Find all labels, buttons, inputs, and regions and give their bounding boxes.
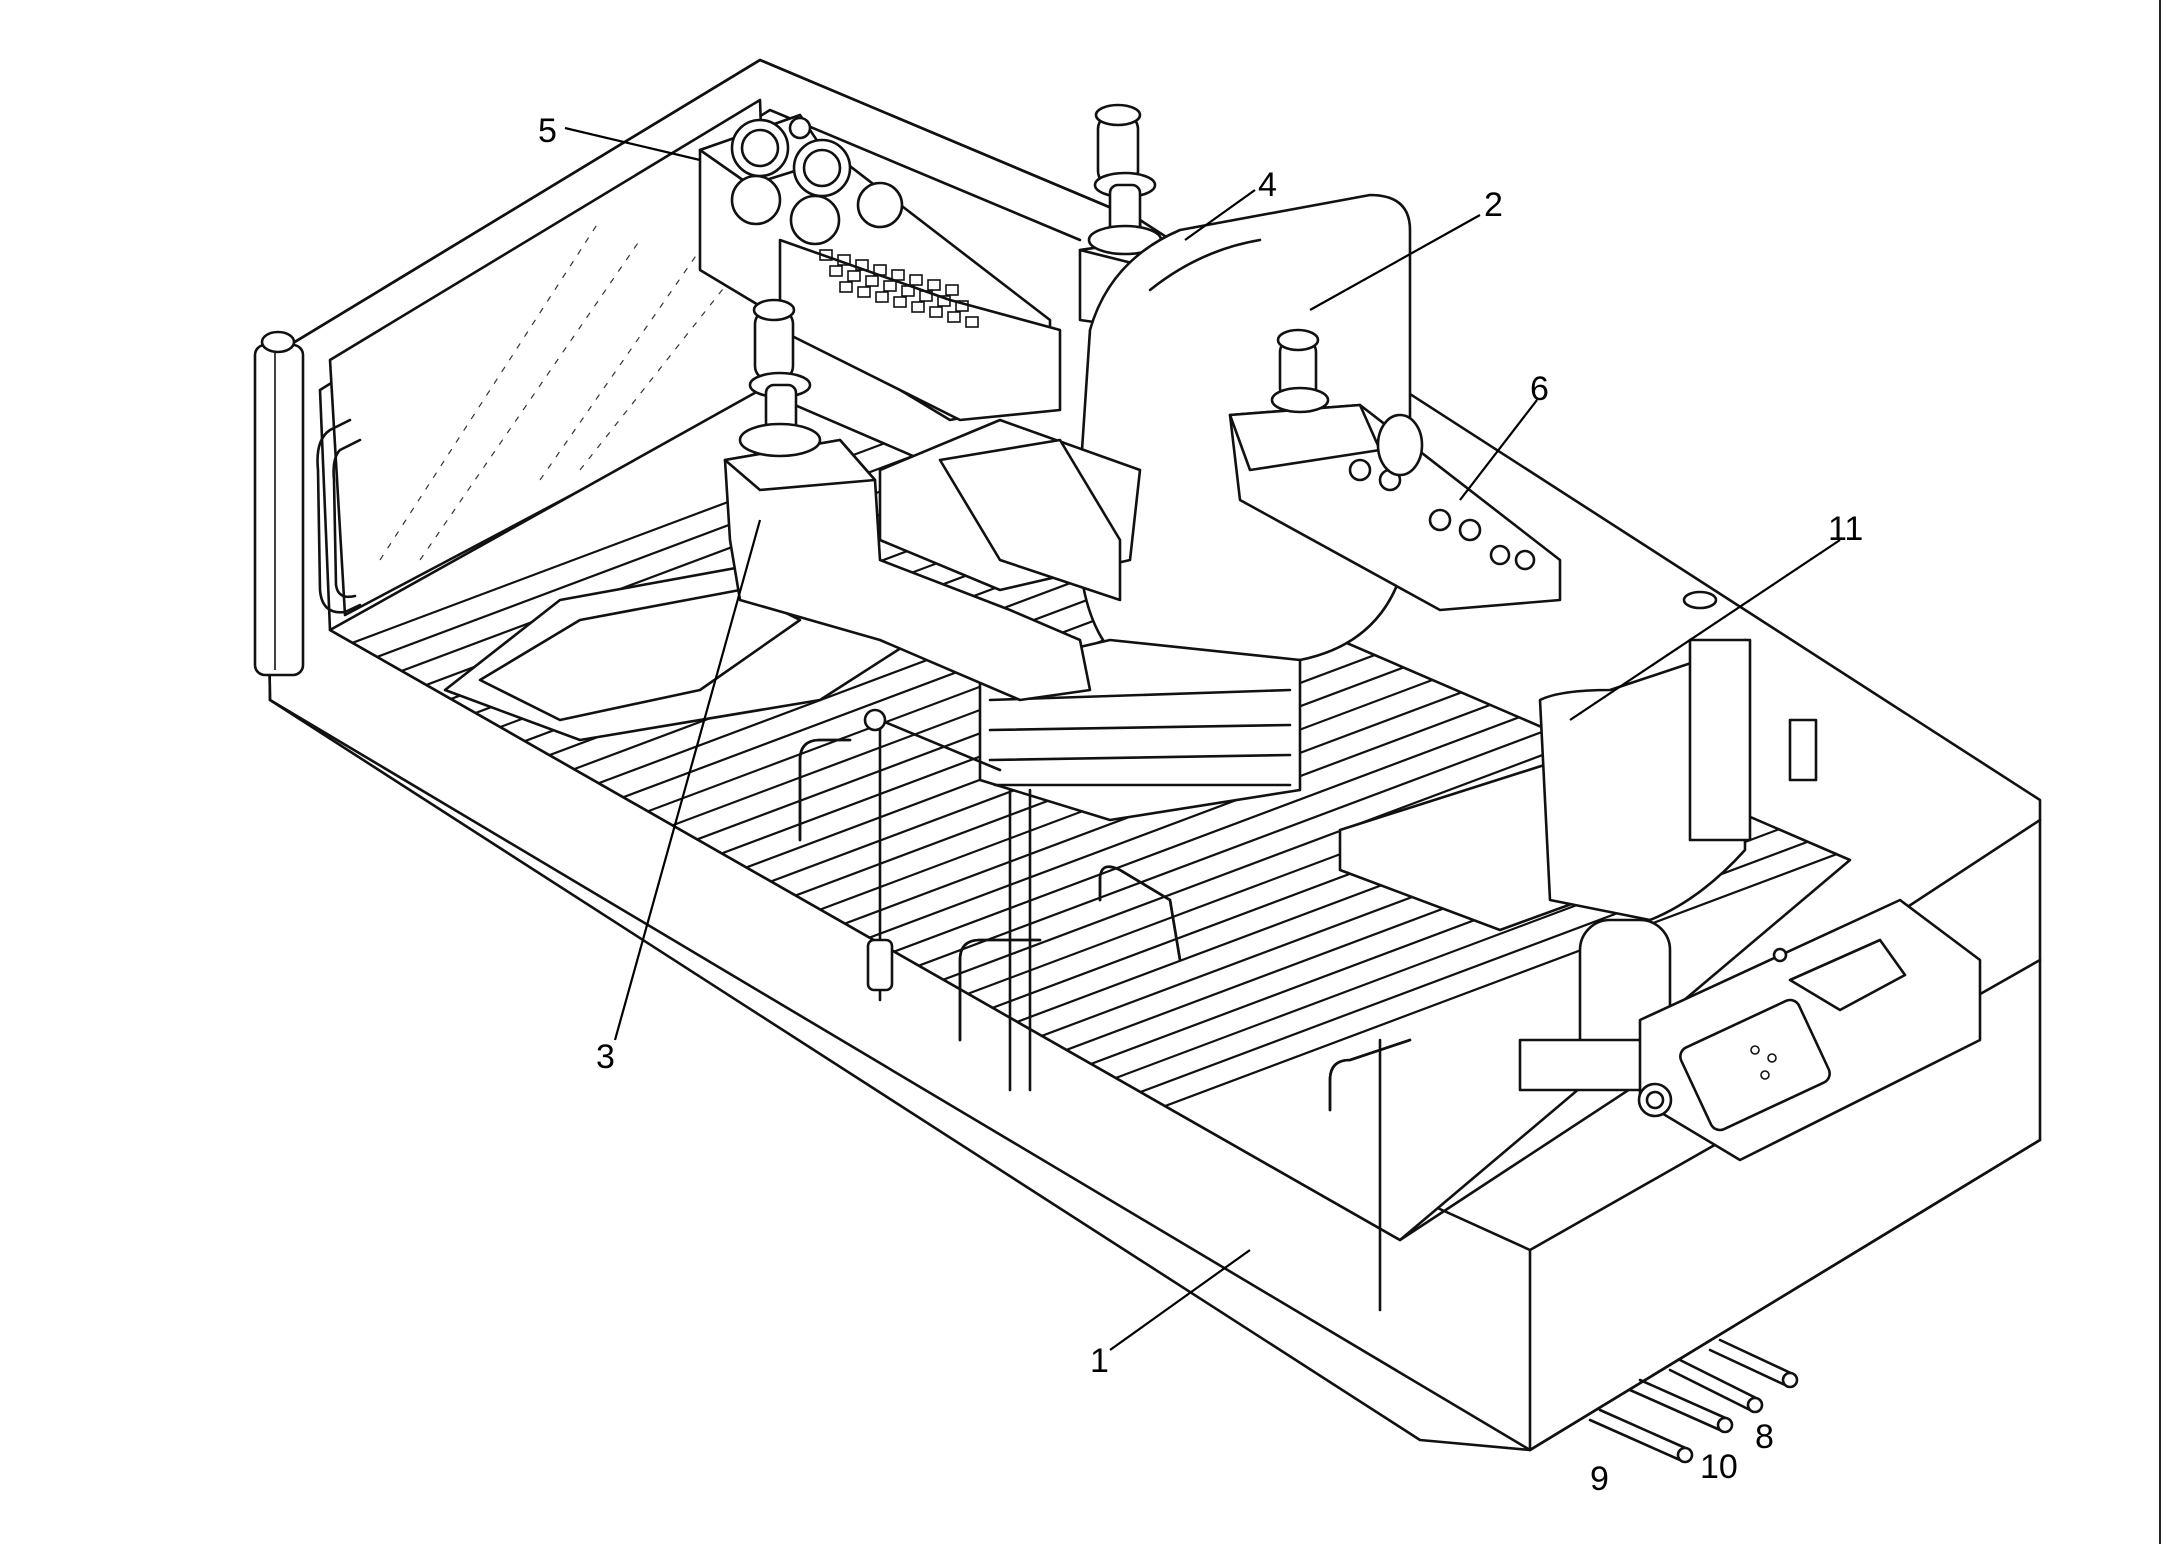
cab-pillar (253, 330, 305, 677)
callout-11: 11 (1828, 510, 1863, 548)
console-key (893, 296, 907, 308)
floor-slat (1057, 695, 1900, 1148)
console-key (819, 249, 833, 261)
console-key (875, 291, 889, 303)
callout-8: 8 (1755, 1418, 1774, 1456)
callout-3: 3 (596, 1038, 615, 1076)
callout-5: 5 (538, 112, 557, 150)
callout-1: 1 (1090, 1342, 1109, 1380)
left-armrest-console (723, 298, 1122, 702)
console-key (947, 311, 961, 323)
feed-lines (1588, 1338, 1799, 1464)
callout-labels: 1 2 3 4 5 6 8 9 10 11 (538, 112, 1863, 1498)
console-key (901, 285, 915, 297)
callout-9: 9 (1590, 1460, 1609, 1498)
console-key (829, 265, 843, 277)
leader-lines (564, 126, 1841, 1351)
console-key (857, 286, 871, 298)
console-key (919, 290, 933, 302)
console-key (865, 275, 879, 287)
console-key (927, 279, 941, 291)
console-key (839, 281, 853, 293)
console-key (891, 269, 905, 281)
console-key (911, 301, 925, 313)
instrument-console (698, 113, 1062, 422)
console-key (909, 274, 923, 286)
console-key (945, 284, 959, 296)
console-key (955, 300, 969, 312)
callout-4: 4 (1258, 166, 1277, 204)
callout-2: 2 (1484, 186, 1503, 224)
console-key (883, 280, 897, 292)
callout-10: 10 (1700, 1448, 1738, 1486)
floor-pedals (798, 708, 1412, 1312)
console-key (929, 306, 943, 318)
callout-6: 6 (1530, 370, 1549, 408)
console-key (873, 264, 887, 276)
right-control-panel (1228, 328, 1562, 612)
console-key (855, 259, 869, 271)
console-key (847, 270, 861, 282)
console-key (937, 295, 951, 307)
console-key (837, 254, 851, 266)
side-cabinet (1637, 898, 1982, 1162)
console-key (965, 316, 979, 328)
